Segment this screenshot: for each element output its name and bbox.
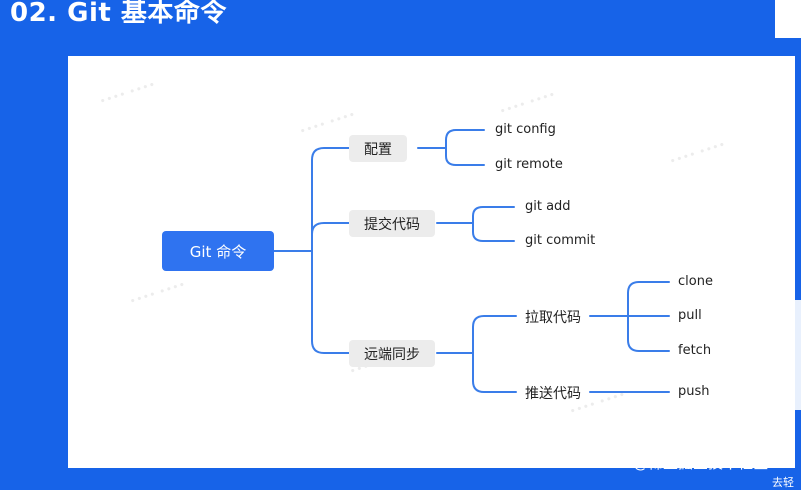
- connector-push-group: [472, 352, 517, 393]
- leaf-fetch: fetch: [678, 343, 712, 358]
- root-node: Git 命令: [162, 231, 274, 271]
- leaf-git-remote: git remote: [495, 157, 563, 172]
- corner-text: 去轻: [772, 476, 794, 489]
- window-edge: [775, 0, 801, 38]
- connector-git-remote: [445, 147, 485, 166]
- leaf-git-add: git add: [525, 199, 571, 214]
- leaf-clone: clone: [678, 274, 713, 289]
- leaf-git-config: git config: [495, 122, 556, 137]
- connector-git-config: [445, 129, 485, 149]
- group-pull-code: 拉取代码: [525, 310, 581, 326]
- connector-clone: [627, 281, 670, 317]
- connector-git-commit: [472, 222, 515, 242]
- connector-git-add: [472, 206, 515, 224]
- connector-fetch: [627, 315, 670, 352]
- category-config: 配置: [349, 135, 407, 162]
- connector-remote: [311, 250, 350, 354]
- connector-config: [311, 147, 350, 252]
- category-commit: 提交代码: [349, 210, 435, 237]
- group-push-code: 推送代码: [525, 386, 581, 402]
- category-remote-sync: 远端同步: [349, 340, 435, 367]
- leaf-git-commit: git commit: [525, 233, 596, 248]
- connector-pull-group: [472, 315, 517, 354]
- credit-watermark: @稀土掘金技术社区: [633, 454, 769, 472]
- leaf-push: push: [678, 384, 710, 399]
- connector-commit: [311, 222, 350, 252]
- slide-title: 02. Git 基本命令: [10, 0, 227, 28]
- leaf-pull: pull: [678, 308, 702, 323]
- window-edge-lower: [790, 300, 801, 410]
